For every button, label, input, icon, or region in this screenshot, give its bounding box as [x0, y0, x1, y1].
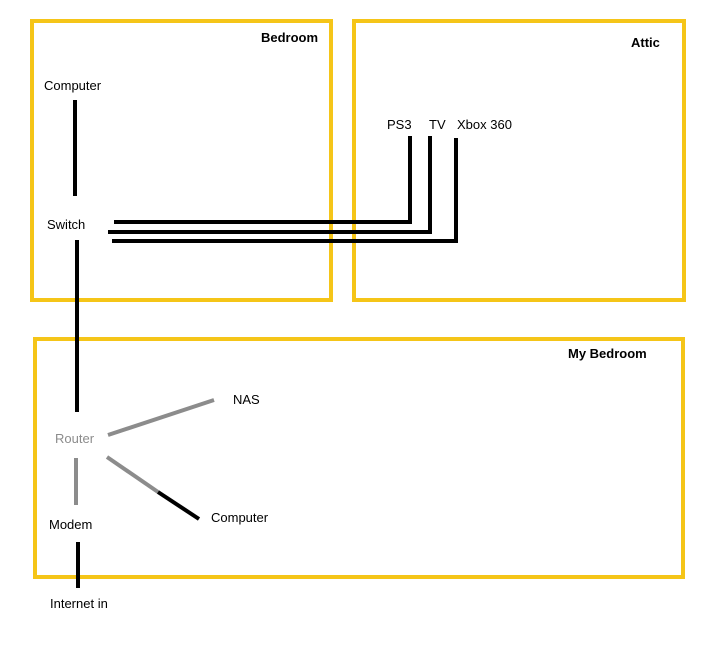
bedroom-label: Bedroom [261, 30, 318, 45]
router-label: Router [55, 431, 95, 446]
tv-label: TV [429, 117, 446, 132]
switch-label: Switch [47, 217, 85, 232]
router-to-computer-cable [156, 490, 201, 521]
bedroom-computer-label: Computer [44, 78, 102, 93]
internet-label: Internet in [50, 596, 108, 611]
my-bedroom-label: My Bedroom [568, 346, 647, 361]
my-bedroom-room [33, 337, 685, 579]
bedroom-room [30, 19, 333, 302]
ps3-label: PS3 [387, 117, 412, 132]
nas-label: NAS [233, 392, 260, 407]
modem-label: Modem [49, 517, 92, 532]
router-to-computer-cable-faded [105, 455, 160, 494]
switch-to-xbox-cable [112, 138, 458, 243]
switch-to-tv-cable [108, 136, 432, 234]
switch-to-ps3-cable [114, 136, 412, 224]
router-to-nas-cable [107, 398, 215, 437]
attic-label: Attic [631, 35, 660, 50]
attic-room [352, 19, 686, 302]
my-computer-label: Computer [211, 510, 269, 525]
xbox-label: Xbox 360 [457, 117, 512, 132]
